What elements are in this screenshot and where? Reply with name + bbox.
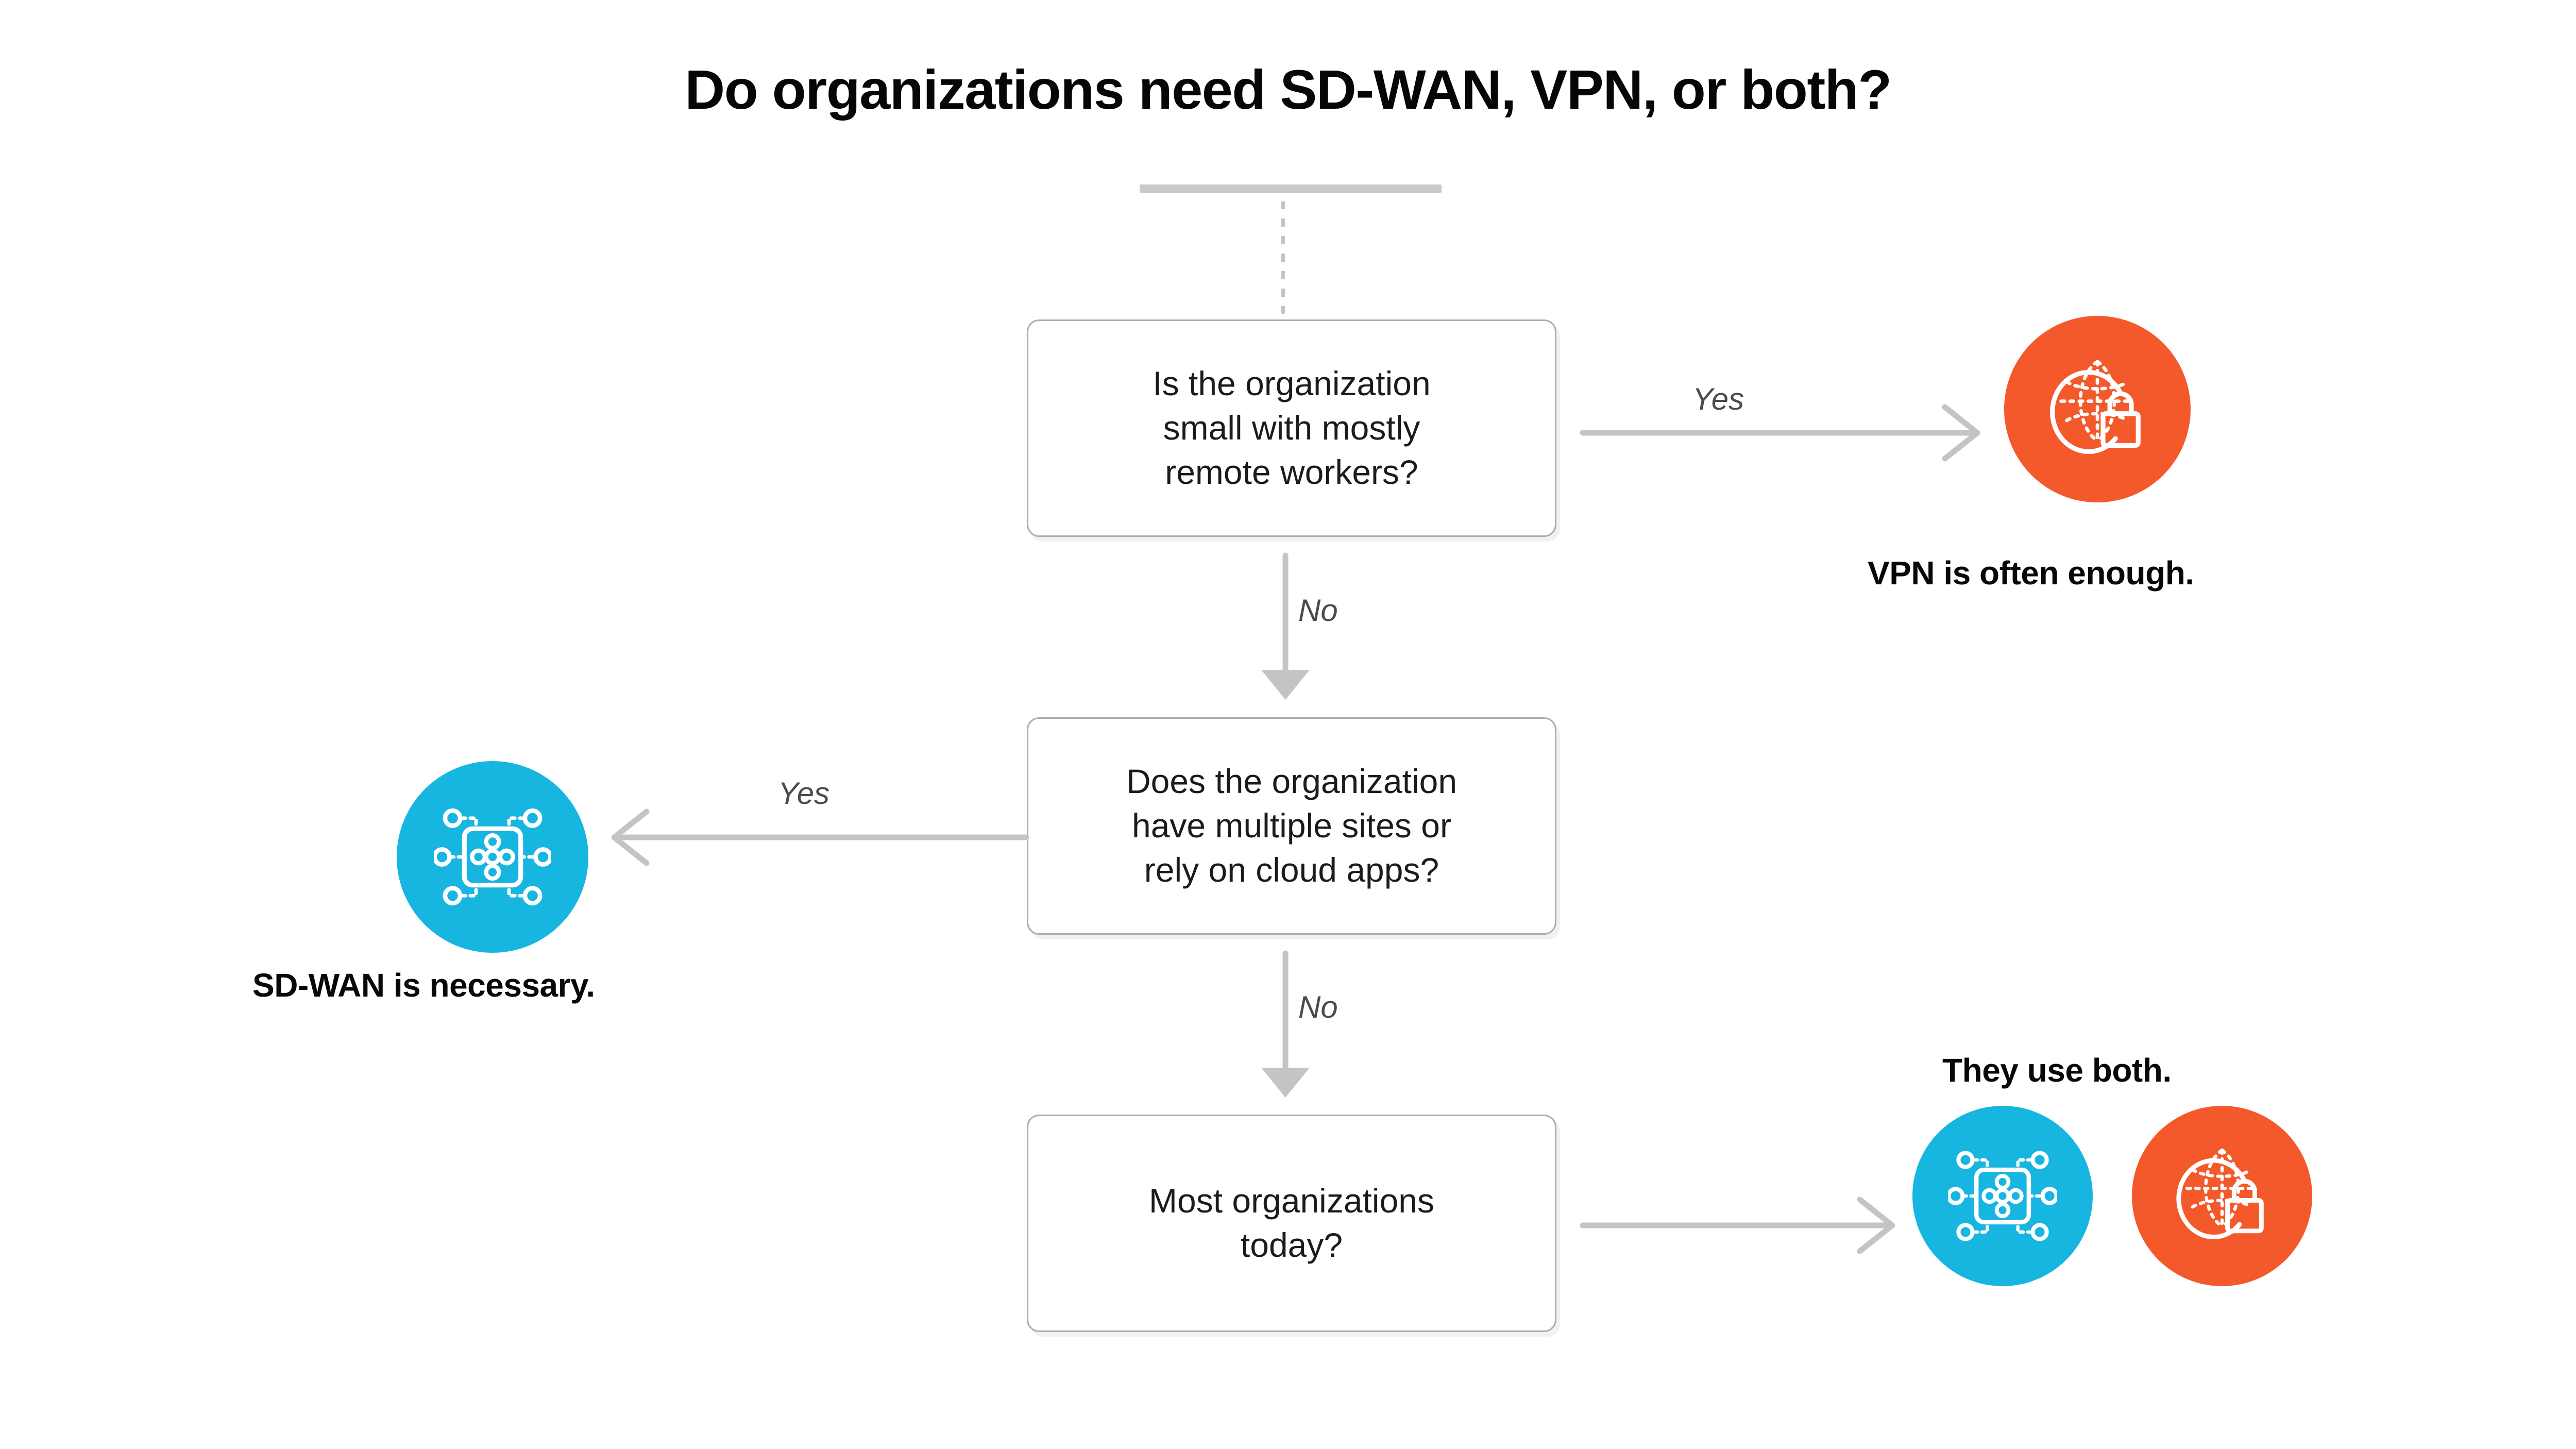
decision-box-2[interactable]: Does the organization have multiple site… bbox=[1027, 717, 1556, 935]
outcome-sdwan-circle[interactable] bbox=[397, 761, 588, 953]
top-dotted-connector bbox=[1281, 201, 1285, 314]
outcome-both-vpn-circle[interactable] bbox=[2132, 1106, 2312, 1286]
decision-box-3[interactable]: Most organizations today? bbox=[1027, 1115, 1556, 1332]
outcome-sdwan-caption: SD-WAN is necessary. bbox=[252, 967, 595, 1004]
arrow-decision2-to-sdwan bbox=[611, 808, 1029, 866]
outcome-vpn-circle[interactable] bbox=[2004, 316, 2191, 502]
network-nodes-icon bbox=[1948, 1151, 2057, 1241]
decision-box-3-text: Most organizations today? bbox=[1149, 1182, 1434, 1264]
arrow-decision1-to-vpn bbox=[1580, 404, 1980, 462]
edge-label-yes-1: Yes bbox=[1692, 382, 1744, 416]
outcome-both-caption: They use both. bbox=[1942, 1052, 2172, 1089]
decision-box-2-text: Does the organization have multiple site… bbox=[1126, 762, 1458, 889]
globe-lock-icon bbox=[2050, 360, 2141, 454]
top-connector-bar bbox=[1140, 184, 1442, 193]
globe-lock-icon bbox=[2176, 1148, 2264, 1239]
outcome-both-sdwan-circle[interactable] bbox=[1912, 1106, 2093, 1286]
edge-label-no-1: No bbox=[1298, 593, 1338, 628]
edge-label-no-2: No bbox=[1298, 990, 1338, 1024]
decision-box-1[interactable]: Is the organization small with mostly re… bbox=[1027, 319, 1556, 537]
edge-label-yes-2: Yes bbox=[778, 776, 830, 811]
arrow-decision2-to-decision3 bbox=[1261, 950, 1310, 1098]
outcome-vpn-caption: VPN is often enough. bbox=[1868, 554, 2194, 592]
decision-box-1-text: Is the organization small with mostly re… bbox=[1153, 364, 1431, 491]
arrow-decision3-to-both bbox=[1580, 1197, 1895, 1254]
network-nodes-icon bbox=[434, 808, 551, 906]
page-title: Do organizations need SD-WAN, VPN, or bo… bbox=[685, 58, 1892, 121]
